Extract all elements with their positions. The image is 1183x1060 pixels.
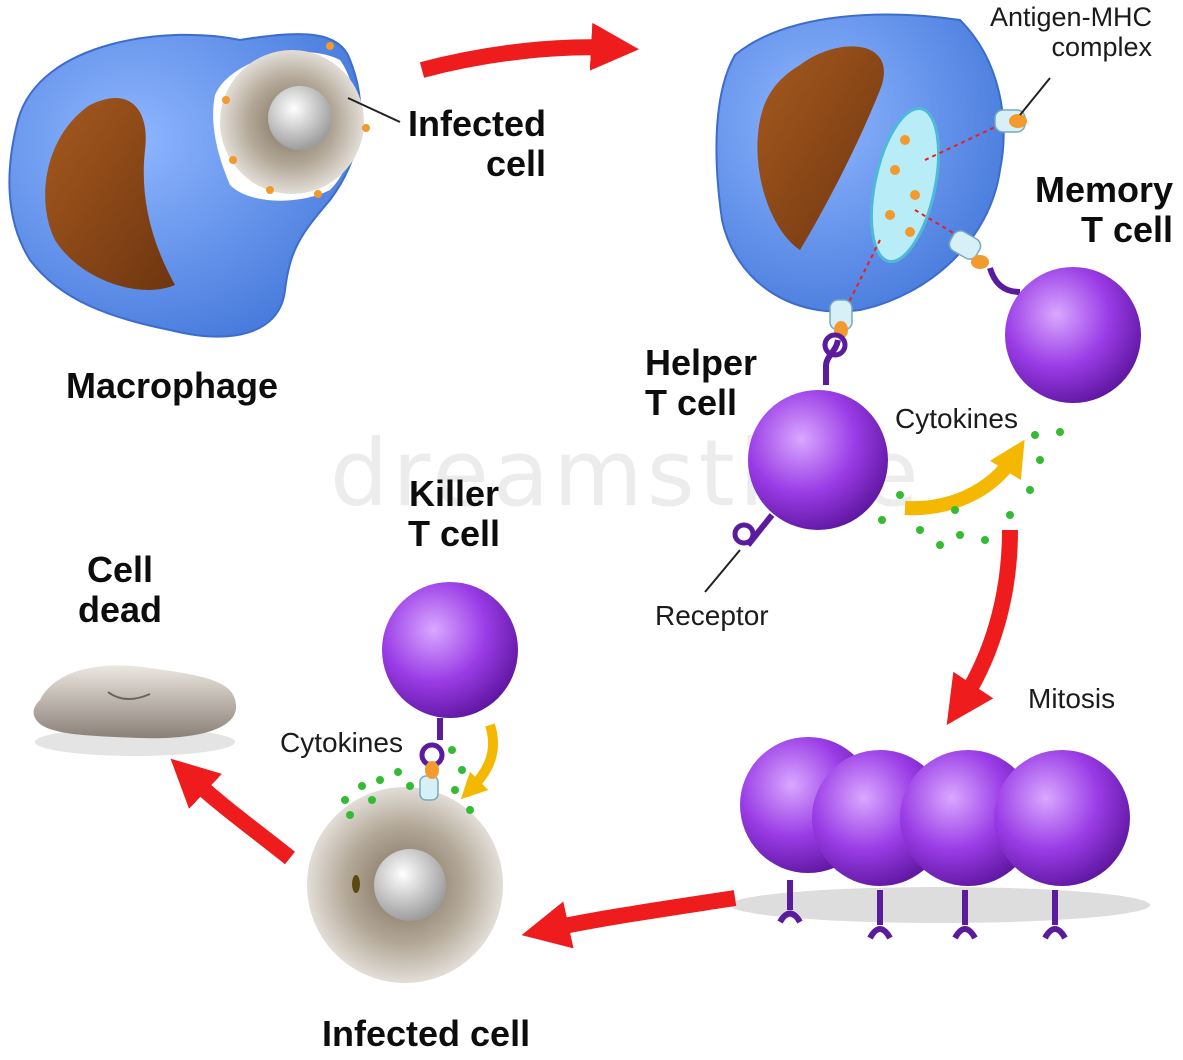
arrow-macrophage-to-apc <box>422 47 615 70</box>
dead-cell <box>34 665 237 756</box>
memory-t-cell <box>990 267 1141 403</box>
label-cytokines-right: Cytokines <box>895 403 1018 434</box>
killer-t-cell <box>382 582 518 790</box>
label-infected-cell-top: Infected cell <box>408 104 546 185</box>
antigen-presenting-macrophage <box>716 15 1050 339</box>
mitosis-cells <box>730 737 1150 938</box>
arrow-to-mitosis <box>960 530 1010 705</box>
label-infected-cell-bottom: Infected cell <box>322 1014 530 1054</box>
label-memory-t-cell: Memory T cell <box>1035 170 1173 251</box>
label-macrophage: Macrophage <box>66 366 278 406</box>
label-killer-t-cell: Killer T cell <box>408 474 500 555</box>
label-receptor: Receptor <box>655 600 769 631</box>
arrow-to-dead-cell <box>188 775 290 858</box>
label-cell-dead: Cell dead <box>78 550 162 631</box>
cytokines-right <box>878 428 1064 549</box>
label-mitosis: Mitosis <box>1028 683 1115 714</box>
label-cytokines-left: Cytokines <box>280 727 403 758</box>
arrow-to-infected-cell <box>545 898 735 930</box>
label-antigen-mhc: Antigen-MHC complex <box>990 2 1152 62</box>
macrophage-cell <box>9 34 400 336</box>
label-helper-t-cell: Helper T cell <box>645 343 757 424</box>
